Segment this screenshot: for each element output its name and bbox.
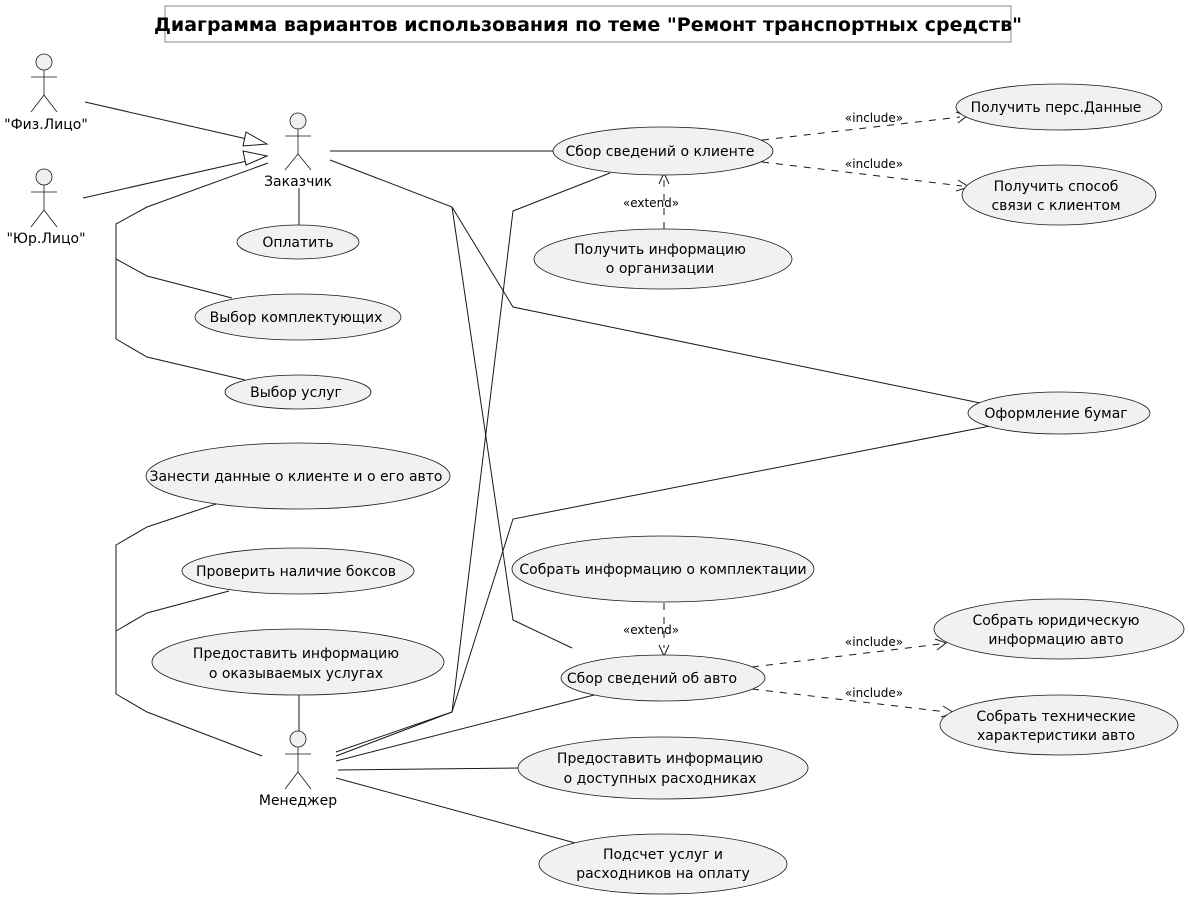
use-case-label-line2: информацию авто [988, 632, 1123, 648]
assoc-customer-paperwork [329, 159, 991, 406]
use-case-label-line2: расходников на оплату [576, 866, 750, 882]
include-label-personal: «include» [845, 111, 903, 125]
use-case-label-line1: Собрать юридическую [973, 613, 1140, 629]
use-case-choose-services: Выбор услуг [224, 374, 372, 410]
use-case-org-info: Получить информацию о организации [533, 228, 793, 290]
use-case-check-boxes: Проверить наличие боксов [181, 547, 415, 595]
use-case-tech-info: Собрать технические характеристики авто [939, 694, 1179, 756]
use-case-car-info: Сбор сведений об авто [560, 654, 766, 702]
assoc-customer-parts [115, 162, 269, 299]
customer-associations [115, 150, 991, 649]
actor-head [35, 53, 53, 71]
use-case-enter-data: Занести данные о клиенте и о его авто [145, 442, 451, 510]
actor-right-leg [43, 209, 58, 228]
use-case-label: Оплатить [262, 235, 333, 251]
generalization-fiz-customer [84, 101, 248, 140]
generalization-arrow-yur [242, 150, 269, 166]
use-case-client-info: Сбор сведений о клиенте [552, 126, 774, 176]
actor-label-manager: Менеджер [259, 793, 337, 809]
assoc-manager-paperwork [335, 425, 991, 753]
assoc-manager-car-info [335, 693, 599, 762]
include-legal-info-line [751, 643, 941, 668]
use-case-label: Проверить наличие боксов [196, 564, 396, 580]
actor-head [35, 168, 53, 186]
generalization-arrow-fiz [242, 131, 269, 147]
use-case-contact-method: Получить способ связи с клиентом [961, 164, 1157, 226]
use-case-choose-parts: Выбор комплектующих [194, 293, 402, 341]
actor-right-leg [297, 153, 312, 171]
use-case-label: Выбор услуг [250, 385, 342, 401]
extend-label-org: «extend» [623, 196, 679, 210]
use-case-label: Выбор комплектующих [210, 310, 383, 326]
use-case-label-line2: характеристики авто [977, 728, 1135, 744]
include-get-personal-line [761, 116, 961, 141]
use-case-label-line1: Получить способ [994, 179, 1119, 195]
actor-head [289, 730, 307, 748]
assoc-manager-consumables [337, 767, 520, 771]
actor-right-leg [43, 94, 58, 113]
actor-manager: Менеджер [259, 730, 337, 809]
actor-right-leg [297, 771, 312, 790]
use-case-legal-info: Собрать юридическую информацию авто [933, 598, 1185, 660]
include-label-legal: «include» [845, 635, 903, 649]
use-case-label: Сбор сведений о клиенте [565, 144, 754, 160]
use-case-label-line2: о доступных расходниках [564, 771, 757, 787]
include-contact-method-line [761, 161, 963, 187]
actor-fiz: "Физ.Лицо" [4, 53, 88, 133]
use-case-label: Занести данные о клиенте и о его авто [149, 469, 442, 485]
use-case-consumables-info: Предоставить информацию о доступных расх… [517, 736, 809, 800]
actor-left-leg [30, 94, 45, 113]
use-case-label-line2: о организации [606, 261, 714, 277]
use-case-paperwork: Оформление бумаг [967, 391, 1151, 435]
include-legal-info-arrow [934, 638, 948, 651]
diagram-title-text: Диаграмма вариантов использования по тем… [154, 14, 1022, 36]
actor-head [289, 112, 307, 130]
assoc-manager-enter-data [115, 503, 263, 757]
extend-label-equipment: «extend» [623, 623, 679, 637]
actor-left-leg [30, 209, 45, 228]
actor-label-yur: "Юр.Лицо" [6, 231, 85, 247]
use-case-label-line2: связи с клиентом [991, 198, 1120, 214]
use-case-get-personal: Получить перс.Данные [955, 83, 1163, 131]
use-case-count-payment: Подсчет услуг и расходников на оплату [538, 833, 788, 895]
actor-label-customer: Заказчик [264, 174, 332, 190]
actor-left-leg [284, 153, 299, 171]
assoc-customer-services [115, 259, 246, 381]
use-case-equipment-info: Собрать информацию о комплектации [511, 535, 815, 603]
generalizations [82, 101, 269, 199]
use-case-label-line1: Предоставить информацию [193, 646, 399, 662]
actor-customer: Заказчик [264, 112, 332, 190]
actor-label-fiz: "Физ.Лицо" [4, 117, 88, 133]
use-case-label: Оформление бумаг [984, 406, 1127, 422]
actor-left-leg [284, 771, 299, 790]
use-case-label: Сбор сведений об авто [567, 671, 737, 687]
assoc-manager-count-payment [335, 777, 580, 845]
use-case-label-line1: Получить информацию [574, 242, 746, 258]
use-case-label-line1: Предоставить информацию [557, 751, 763, 767]
use-case-label: Получить перс.Данные [971, 100, 1142, 116]
assoc-manager-client-info [335, 172, 611, 757]
include-tech-info-line [751, 688, 948, 713]
use-case-label-line2: о оказываемых услугах [209, 666, 383, 682]
actor-yur: "Юр.Лицо" [6, 168, 86, 247]
include-label-contact: «include» [845, 157, 903, 171]
assoc-customer-car-info [451, 206, 573, 649]
use-case-label: Собрать информацию о комплектации [519, 562, 806, 578]
dependency-relations: «include» «include» «extend» «extend» «i… [623, 111, 971, 718]
assoc-manager-check-boxes [115, 590, 230, 632]
use-case-label-line1: Подсчет услуг и [603, 847, 723, 863]
generalization-yur-customer [82, 160, 248, 199]
include-label-tech: «include» [845, 686, 903, 700]
use-case-provide-services-info: Предоставить информацию о оказываемых ус… [151, 628, 445, 696]
manager-associations [115, 172, 991, 845]
diagram-title: Диаграмма вариантов использования по тем… [154, 5, 1022, 43]
use-case-pay: Оплатить [236, 224, 360, 260]
use-case-label-line1: Собрать технические [976, 709, 1135, 725]
